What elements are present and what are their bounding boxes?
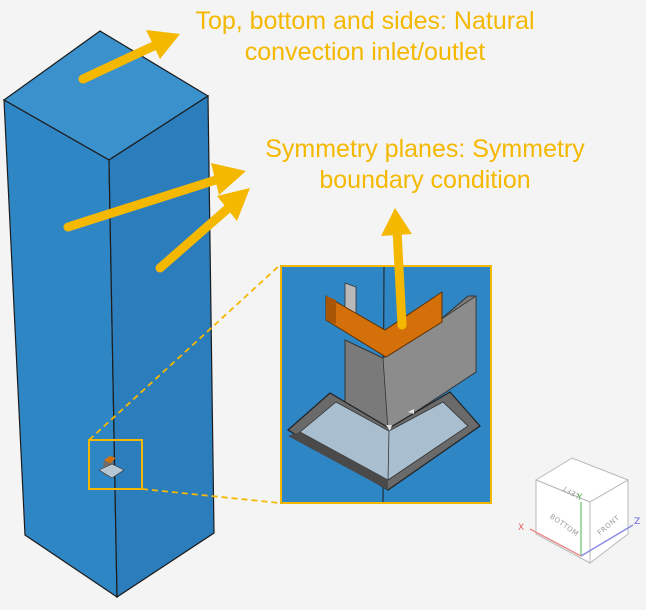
axis-x-label: X: [518, 523, 524, 533]
zoom-leader-top: [88, 264, 281, 441]
domain-left-face: [3, 98, 118, 599]
zoom-inset: [280, 265, 492, 504]
zoom-inset-frame: [280, 265, 492, 504]
axis-z-label: Z: [634, 517, 640, 527]
view-cube-icon: LEFT BOTTOM FRONT Y X Z: [518, 457, 640, 565]
zoom-leader-bottom: [141, 488, 281, 504]
caption-inlet-outlet-line1: Top, bottom and sides: Natural: [195, 7, 535, 35]
arrow-icon: [78, 39, 163, 84]
caption-symmetry: Symmetry planes: Symmetry boundary condi…: [225, 134, 625, 196]
small-model-icon: [98, 456, 125, 479]
arrow-icon: [63, 173, 227, 232]
domain-right-face: [108, 94, 215, 599]
axis-y-label: Y: [576, 493, 583, 503]
caption-symmetry-line2: boundary condition: [319, 166, 531, 194]
computational-domain-box: [2, 30, 215, 599]
caption-symmetry-line1: Symmetry planes: Symmetry: [265, 135, 585, 163]
caption-inlet-outlet: Top, bottom and sides: Natural convectio…: [150, 6, 580, 68]
axis-z-line: [580, 524, 634, 557]
axis-x-line: [529, 528, 582, 557]
arrow-icon: [392, 225, 407, 330]
zoom-source-box: [88, 439, 143, 490]
arrow-icon: [155, 199, 238, 273]
view-cube-right: [589, 479, 629, 565]
caption-inlet-outlet-line2: convection inlet/outlet: [244, 38, 486, 66]
